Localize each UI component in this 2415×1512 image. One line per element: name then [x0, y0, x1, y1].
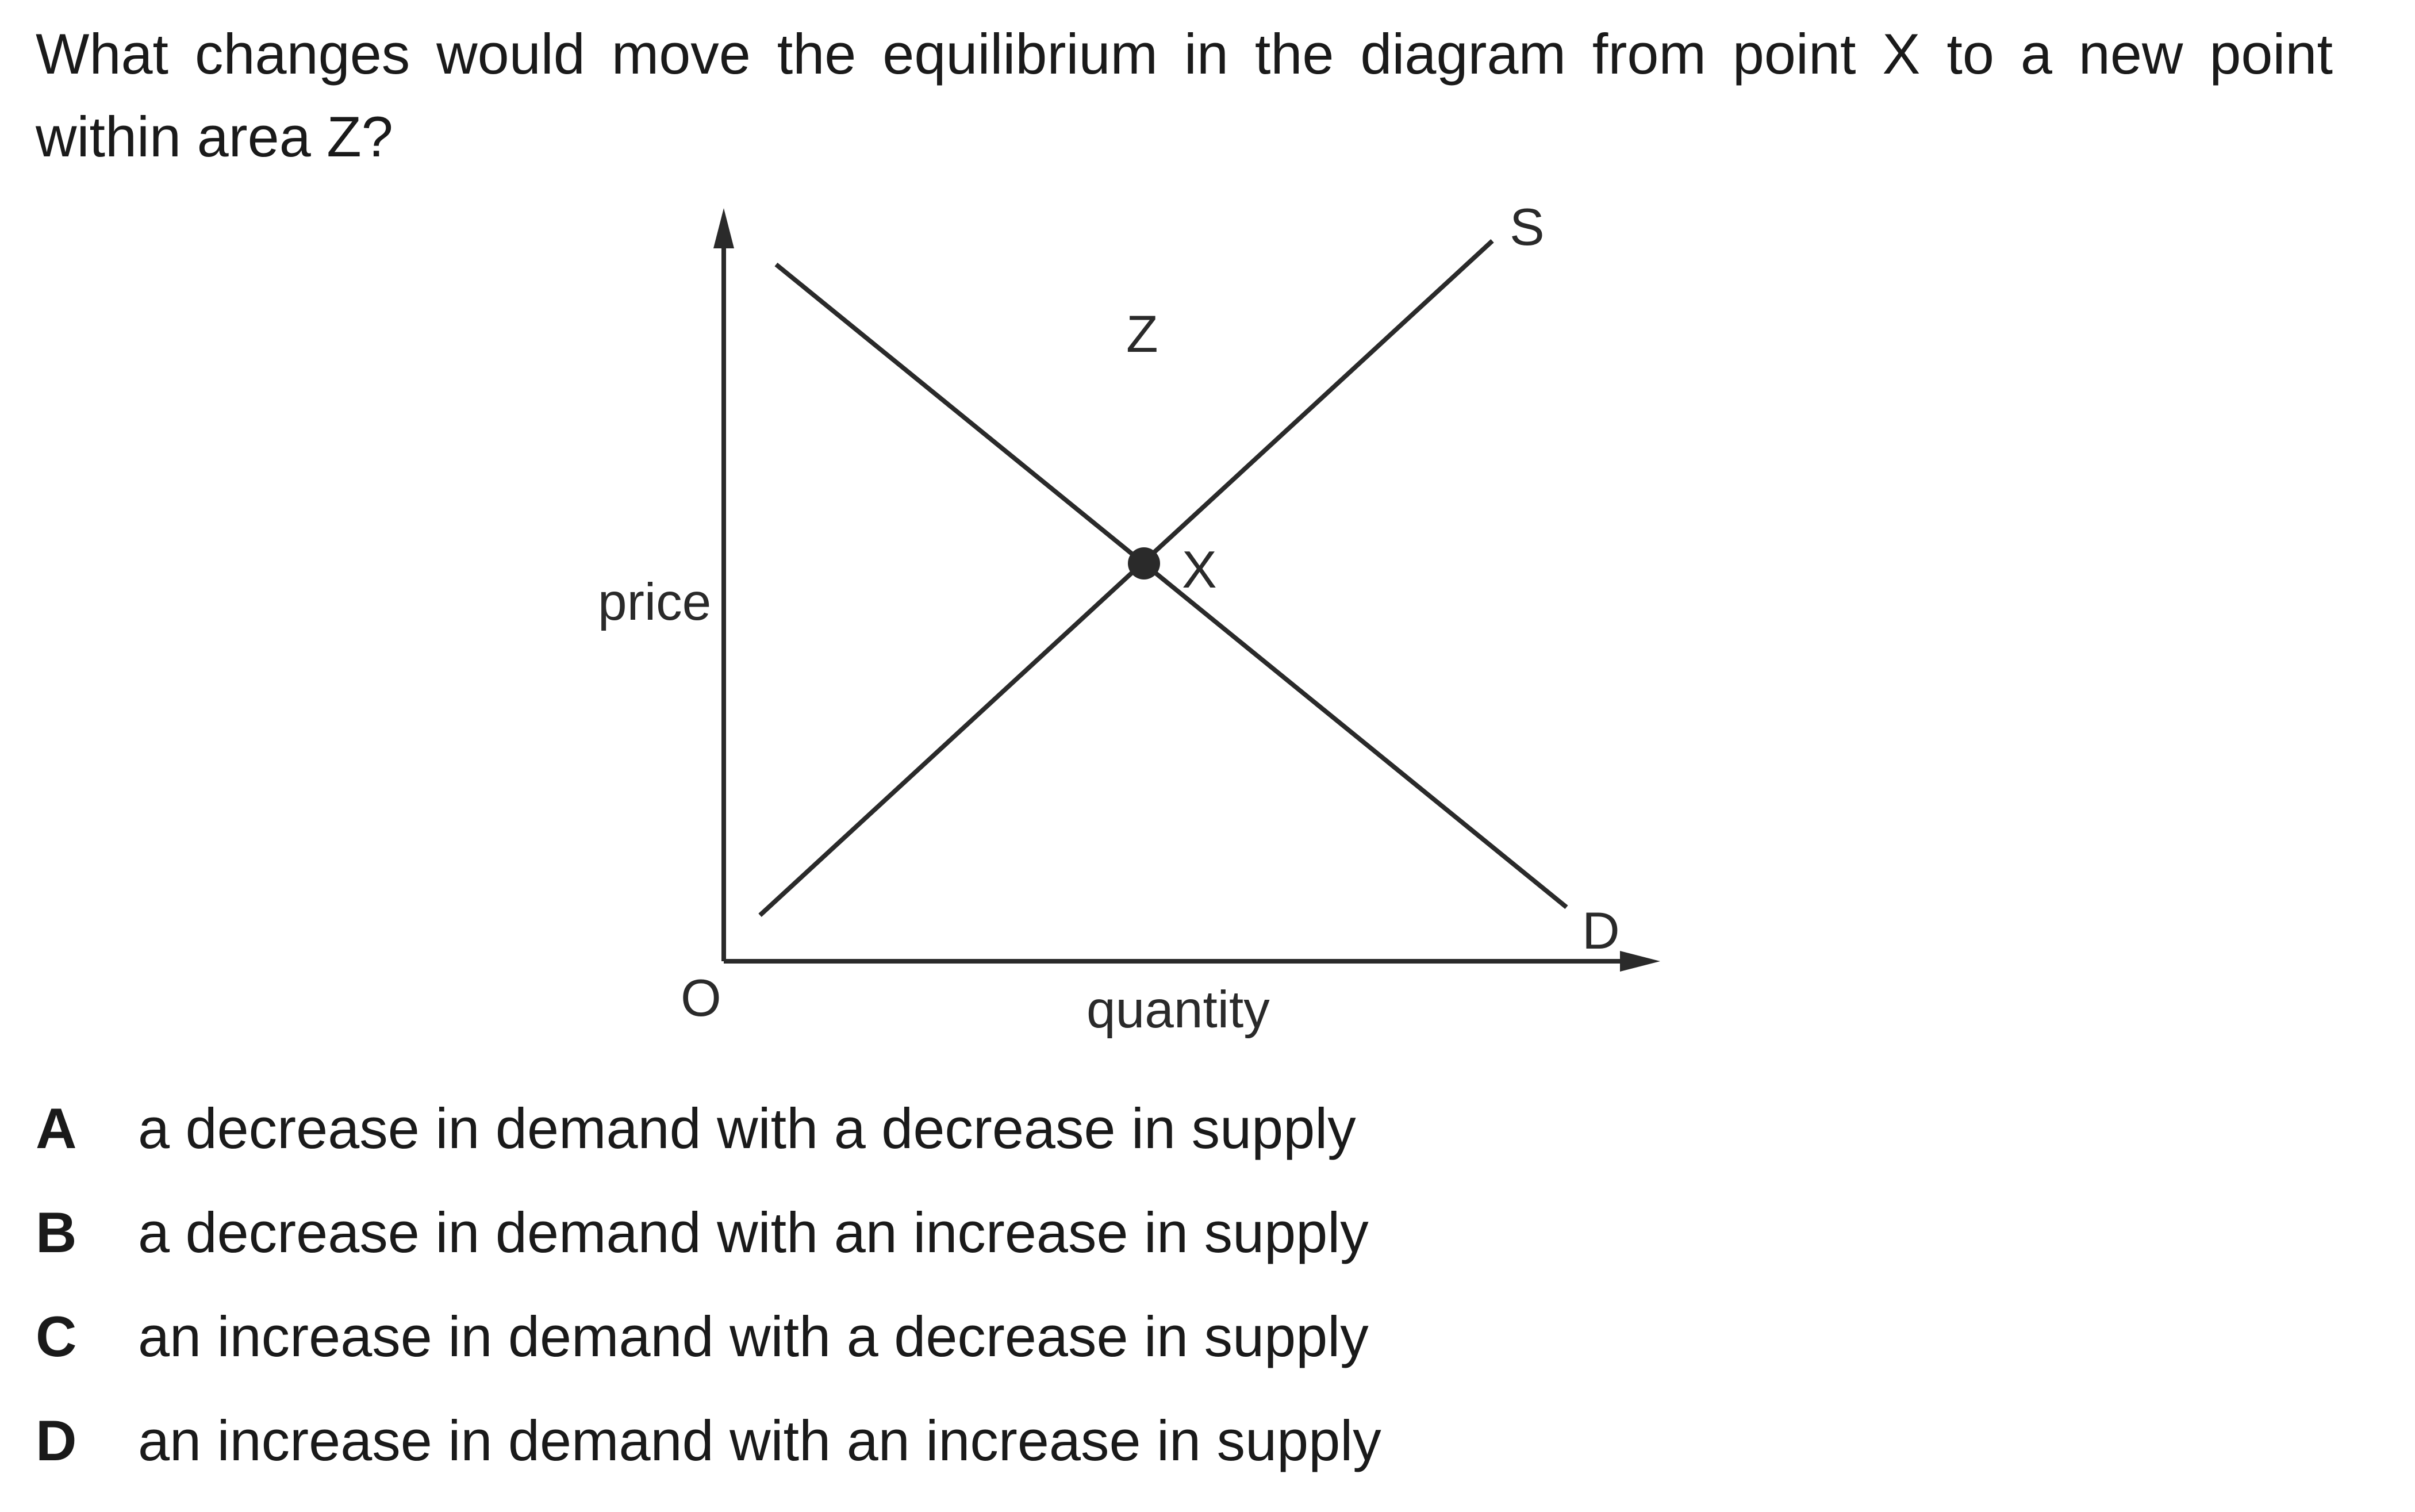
- price-axis-arrowhead: [713, 208, 734, 248]
- answer-options: A a decrease in demand with a decrease i…: [36, 1096, 1381, 1512]
- area-z-label: Z: [1126, 305, 1158, 363]
- option-text: an increase in demand with an increase i…: [138, 1409, 1381, 1472]
- supply-curve: [758, 239, 1494, 917]
- option-letter: B: [36, 1200, 77, 1264]
- demand-curve-label: D: [1582, 902, 1620, 960]
- equilibrium-point: [1128, 547, 1160, 580]
- option-letter: A: [36, 1096, 77, 1160]
- option-b[interactable]: B a decrease in demand with an increase …: [36, 1200, 1381, 1304]
- demand-curve: [774, 262, 1568, 909]
- option-text: a decrease in demand with an increase in…: [138, 1200, 1369, 1264]
- question-text: What changes would move the equilibrium …: [36, 22, 2333, 168]
- option-letter: C: [36, 1304, 77, 1368]
- option-d[interactable]: D an increase in demand with an increase…: [36, 1408, 1381, 1512]
- price-axis-label: price: [598, 573, 711, 631]
- option-text: a decrease in demand with a decrease in …: [138, 1096, 1356, 1160]
- supply-curve-label: S: [1510, 198, 1545, 256]
- option-letter: D: [36, 1409, 77, 1472]
- quantity-axis-label: quantity: [1086, 981, 1270, 1039]
- option-c[interactable]: C an increase in demand with a decrease …: [36, 1304, 1381, 1408]
- supply-demand-diagram: price quantity O S D X Z: [598, 198, 1660, 1039]
- quantity-axis-arrowhead: [1620, 951, 1660, 972]
- option-a[interactable]: A a decrease in demand with a decrease i…: [36, 1096, 1381, 1200]
- origin-label: O: [681, 969, 721, 1027]
- option-text: an increase in demand with a decrease in…: [138, 1304, 1369, 1368]
- equilibrium-point-label: X: [1182, 541, 1217, 599]
